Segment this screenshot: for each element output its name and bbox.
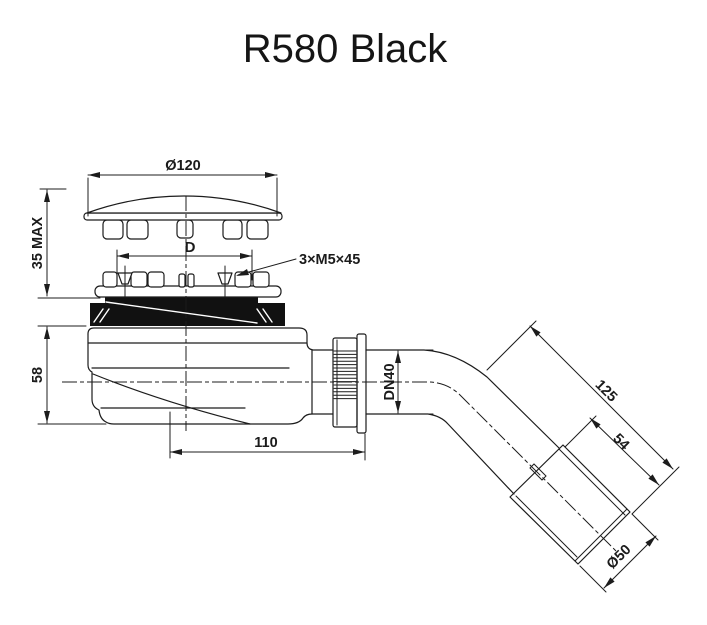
dim-tail-length: 54 [564, 415, 660, 486]
cover-dome [83, 195, 283, 240]
dim-max-height: 35 MAX [30, 188, 101, 299]
dim-cover-diameter: Ø120 [87, 158, 278, 217]
svg-text:110: 110 [254, 435, 277, 451]
centerlines [62, 196, 617, 552]
gasket-hatch-right [256, 308, 273, 323]
compression-nut [332, 333, 367, 434]
svg-text:35 MAX: 35 MAX [30, 216, 46, 269]
cover-rim [83, 212, 283, 221]
dim-tail-diameter: Ø50 [579, 513, 659, 593]
page-title: R580 Black [243, 27, 449, 71]
svg-text:D: D [185, 239, 196, 256]
dim-outlet-size: DN40 [367, 349, 434, 415]
gasket-hatch-left [93, 308, 110, 323]
svg-text:Ø120: Ø120 [165, 158, 200, 174]
dim-body-length: 110 [169, 411, 366, 461]
svg-text:3×M5×45: 3×M5×45 [299, 252, 360, 268]
dim-pitch-circle: D [116, 239, 253, 281]
svg-text:58: 58 [30, 367, 46, 383]
gasket [90, 295, 285, 326]
svg-text:125: 125 [592, 377, 620, 405]
tail-coupling [509, 444, 631, 565]
dim-screw-spec: 3×M5×45 [236, 252, 360, 276]
coupling-tab [529, 463, 547, 481]
dim-outlet-length: 125 [486, 320, 680, 515]
svg-text:Ø50: Ø50 [604, 542, 635, 573]
dim-trap-height: 58 [30, 325, 107, 425]
svg-text:54: 54 [609, 431, 632, 454]
trap-body [87, 327, 334, 425]
knurl-ribs [333, 350, 357, 400]
nut-washer-flange [356, 333, 367, 434]
svg-text:DN40: DN40 [382, 363, 398, 400]
outlet-axis-centerline [62, 381, 617, 552]
